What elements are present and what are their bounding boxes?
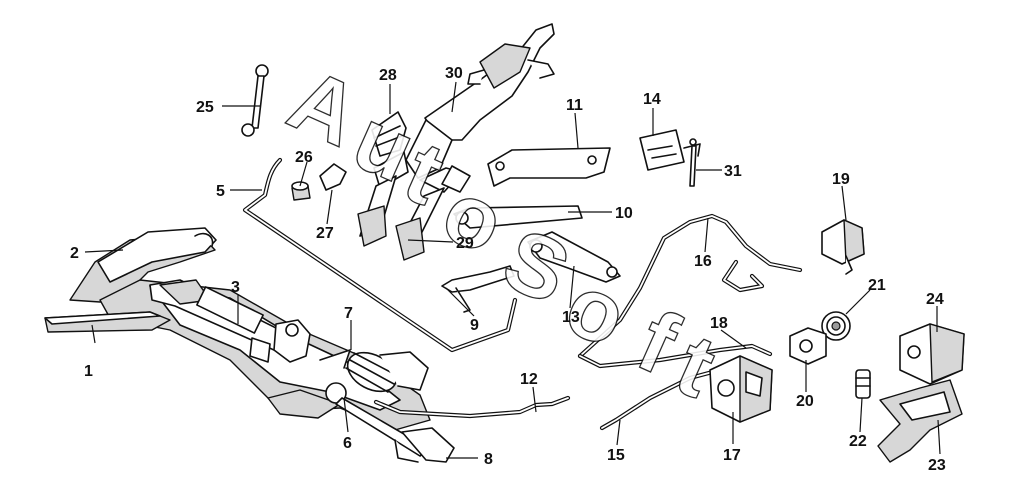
callout-31: 31 [724, 163, 742, 180]
callout-23: 23 [928, 457, 946, 474]
callout-14: 14 [643, 91, 661, 108]
part-24-abs-unit [899, 323, 965, 385]
part-3-steering-rack [149, 279, 311, 363]
callout-12: 12 [520, 371, 538, 388]
callout-28: 28 [379, 67, 397, 84]
part-27-clamp [319, 163, 347, 191]
callout-15: 15 [607, 447, 625, 464]
part-22-bolt [855, 369, 871, 399]
callout-13: 13 [562, 309, 580, 326]
part-28-boot [371, 111, 407, 157]
callout-10: 10 [615, 205, 633, 222]
callout-27: 27 [316, 225, 334, 242]
part-26-bush [291, 181, 311, 201]
part-11-bracket [487, 147, 611, 187]
callout-16: 16 [694, 253, 712, 270]
part-7-bellows [319, 349, 429, 393]
callout-5: 5 [216, 183, 225, 200]
callout-25: 25 [196, 99, 214, 116]
callout-24: 24 [926, 291, 944, 308]
callout-20: 20 [796, 393, 814, 410]
callout-21: 21 [868, 277, 886, 294]
callout-7: 7 [344, 305, 353, 322]
callout-labels: 1 2 3 5 6 7 8 9 10 11 12 13 14 15 16 17 … [70, 65, 946, 474]
callout-26: 26 [295, 149, 313, 166]
callout-3: 3 [231, 279, 240, 296]
part-13-wishbone [527, 231, 621, 283]
pipe-15 [599, 367, 723, 431]
part-30-steering-column [405, 23, 555, 179]
callout-19: 19 [832, 171, 850, 188]
callout-2: 2 [70, 245, 79, 262]
part-20-valve [789, 327, 827, 365]
part-29-uj-shafts [357, 151, 471, 261]
callout-9: 9 [470, 317, 479, 334]
callout-30: 30 [445, 65, 463, 82]
pipe-18 [577, 343, 773, 369]
part-9-link [441, 265, 515, 313]
part-25-drop-link [241, 64, 269, 137]
leader-lines [84, 81, 941, 459]
part-23-mount [877, 379, 963, 463]
callout-29: 29 [456, 235, 474, 252]
part-31-sensor-rod [689, 138, 697, 187]
part-6-tie-rod [325, 382, 571, 463]
part-10-arm [453, 205, 583, 229]
callout-17: 17 [723, 447, 741, 464]
part-21-pulley [821, 311, 851, 341]
callout-8: 8 [484, 451, 493, 468]
pipe-5 [242, 157, 518, 353]
callout-22: 22 [849, 433, 867, 450]
pipe-16 [577, 213, 803, 359]
callout-1: 1 [84, 363, 93, 380]
part-19-reservoir [821, 219, 865, 275]
part-1-crossbar [44, 311, 171, 333]
callout-6: 6 [343, 435, 352, 452]
callout-18: 18 [710, 315, 728, 332]
callout-11: 11 [566, 97, 583, 114]
part-17-pump [709, 355, 773, 423]
